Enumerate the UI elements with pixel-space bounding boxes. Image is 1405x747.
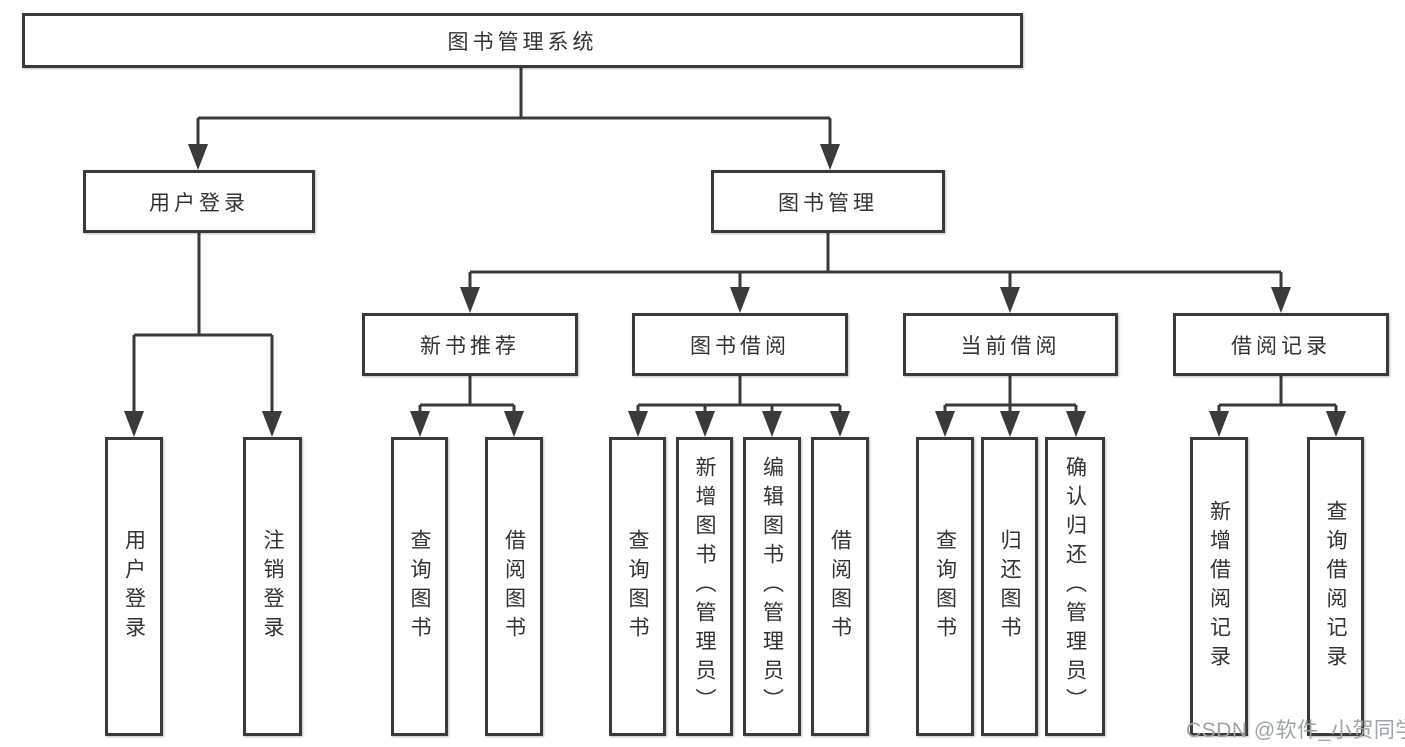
leaf-edit-book-admin: 编辑图书（管理员） xyxy=(743,437,801,736)
leaf-query-borrow-record: 查询借阅记录 xyxy=(1307,437,1364,736)
csdn-watermark: CSDN @软件_小贺同学 xyxy=(1186,719,1405,742)
leaf-query-books-current: 查询图书 xyxy=(916,437,974,736)
node-label: 新增借阅记录 xyxy=(1207,499,1231,674)
node-label: 新增图书（管理员） xyxy=(693,456,716,717)
leaf-add-borrow-record: 新增借阅记录 xyxy=(1190,437,1248,736)
node-label: 用户登录 xyxy=(122,528,146,645)
node-label: 借阅图书 xyxy=(828,528,852,645)
leaf-user-login: 用户登录 xyxy=(105,437,163,736)
node-new-book-recommend: 新书推荐 xyxy=(362,313,578,376)
node-label: 图书管理 xyxy=(778,191,878,215)
node-label: 图书管理系统 xyxy=(447,30,598,54)
node-label: 借阅图书 xyxy=(502,528,526,645)
node-label: 查询借阅记录 xyxy=(1324,499,1347,674)
node-label: 查询图书 xyxy=(933,528,957,645)
node-book-borrowing: 图书借阅 xyxy=(632,313,848,376)
node-label: 新书推荐 xyxy=(420,334,520,358)
leaf-return-books: 归还图书 xyxy=(981,437,1038,736)
node-label: 查询图书 xyxy=(408,528,431,645)
node-label: 注销登录 xyxy=(261,528,284,645)
node-label: 查询图书 xyxy=(626,528,649,645)
leaf-logout: 注销登录 xyxy=(243,437,302,736)
leaf-borrow-books: 借阅图书 xyxy=(811,437,869,736)
node-label: 图书借阅 xyxy=(690,334,790,358)
leaf-query-books-recommend: 查询图书 xyxy=(391,437,448,736)
node-library-management-system: 图书管理系统 xyxy=(22,13,1023,68)
node-label: 用户登录 xyxy=(149,191,249,215)
node-label: 借阅记录 xyxy=(1231,334,1331,358)
node-book-management: 图书管理 xyxy=(711,170,945,233)
node-label: 当前借阅 xyxy=(960,334,1061,358)
node-label: 归还图书 xyxy=(998,528,1021,645)
node-user-login: 用户登录 xyxy=(83,170,315,233)
node-label: 确认归还（管理员） xyxy=(1063,456,1087,717)
node-current-borrowing: 当前借阅 xyxy=(903,313,1118,376)
leaf-borrow-books-recommend: 借阅图书 xyxy=(485,437,543,736)
leaf-query-books-borrowing: 查询图书 xyxy=(609,437,666,736)
node-label: 编辑图书（管理员） xyxy=(760,456,784,717)
leaf-add-book-admin: 新增图书（管理员） xyxy=(676,437,733,736)
node-borrowing-records: 借阅记录 xyxy=(1173,313,1389,376)
leaf-confirm-return-admin: 确认归还（管理员） xyxy=(1045,437,1105,736)
